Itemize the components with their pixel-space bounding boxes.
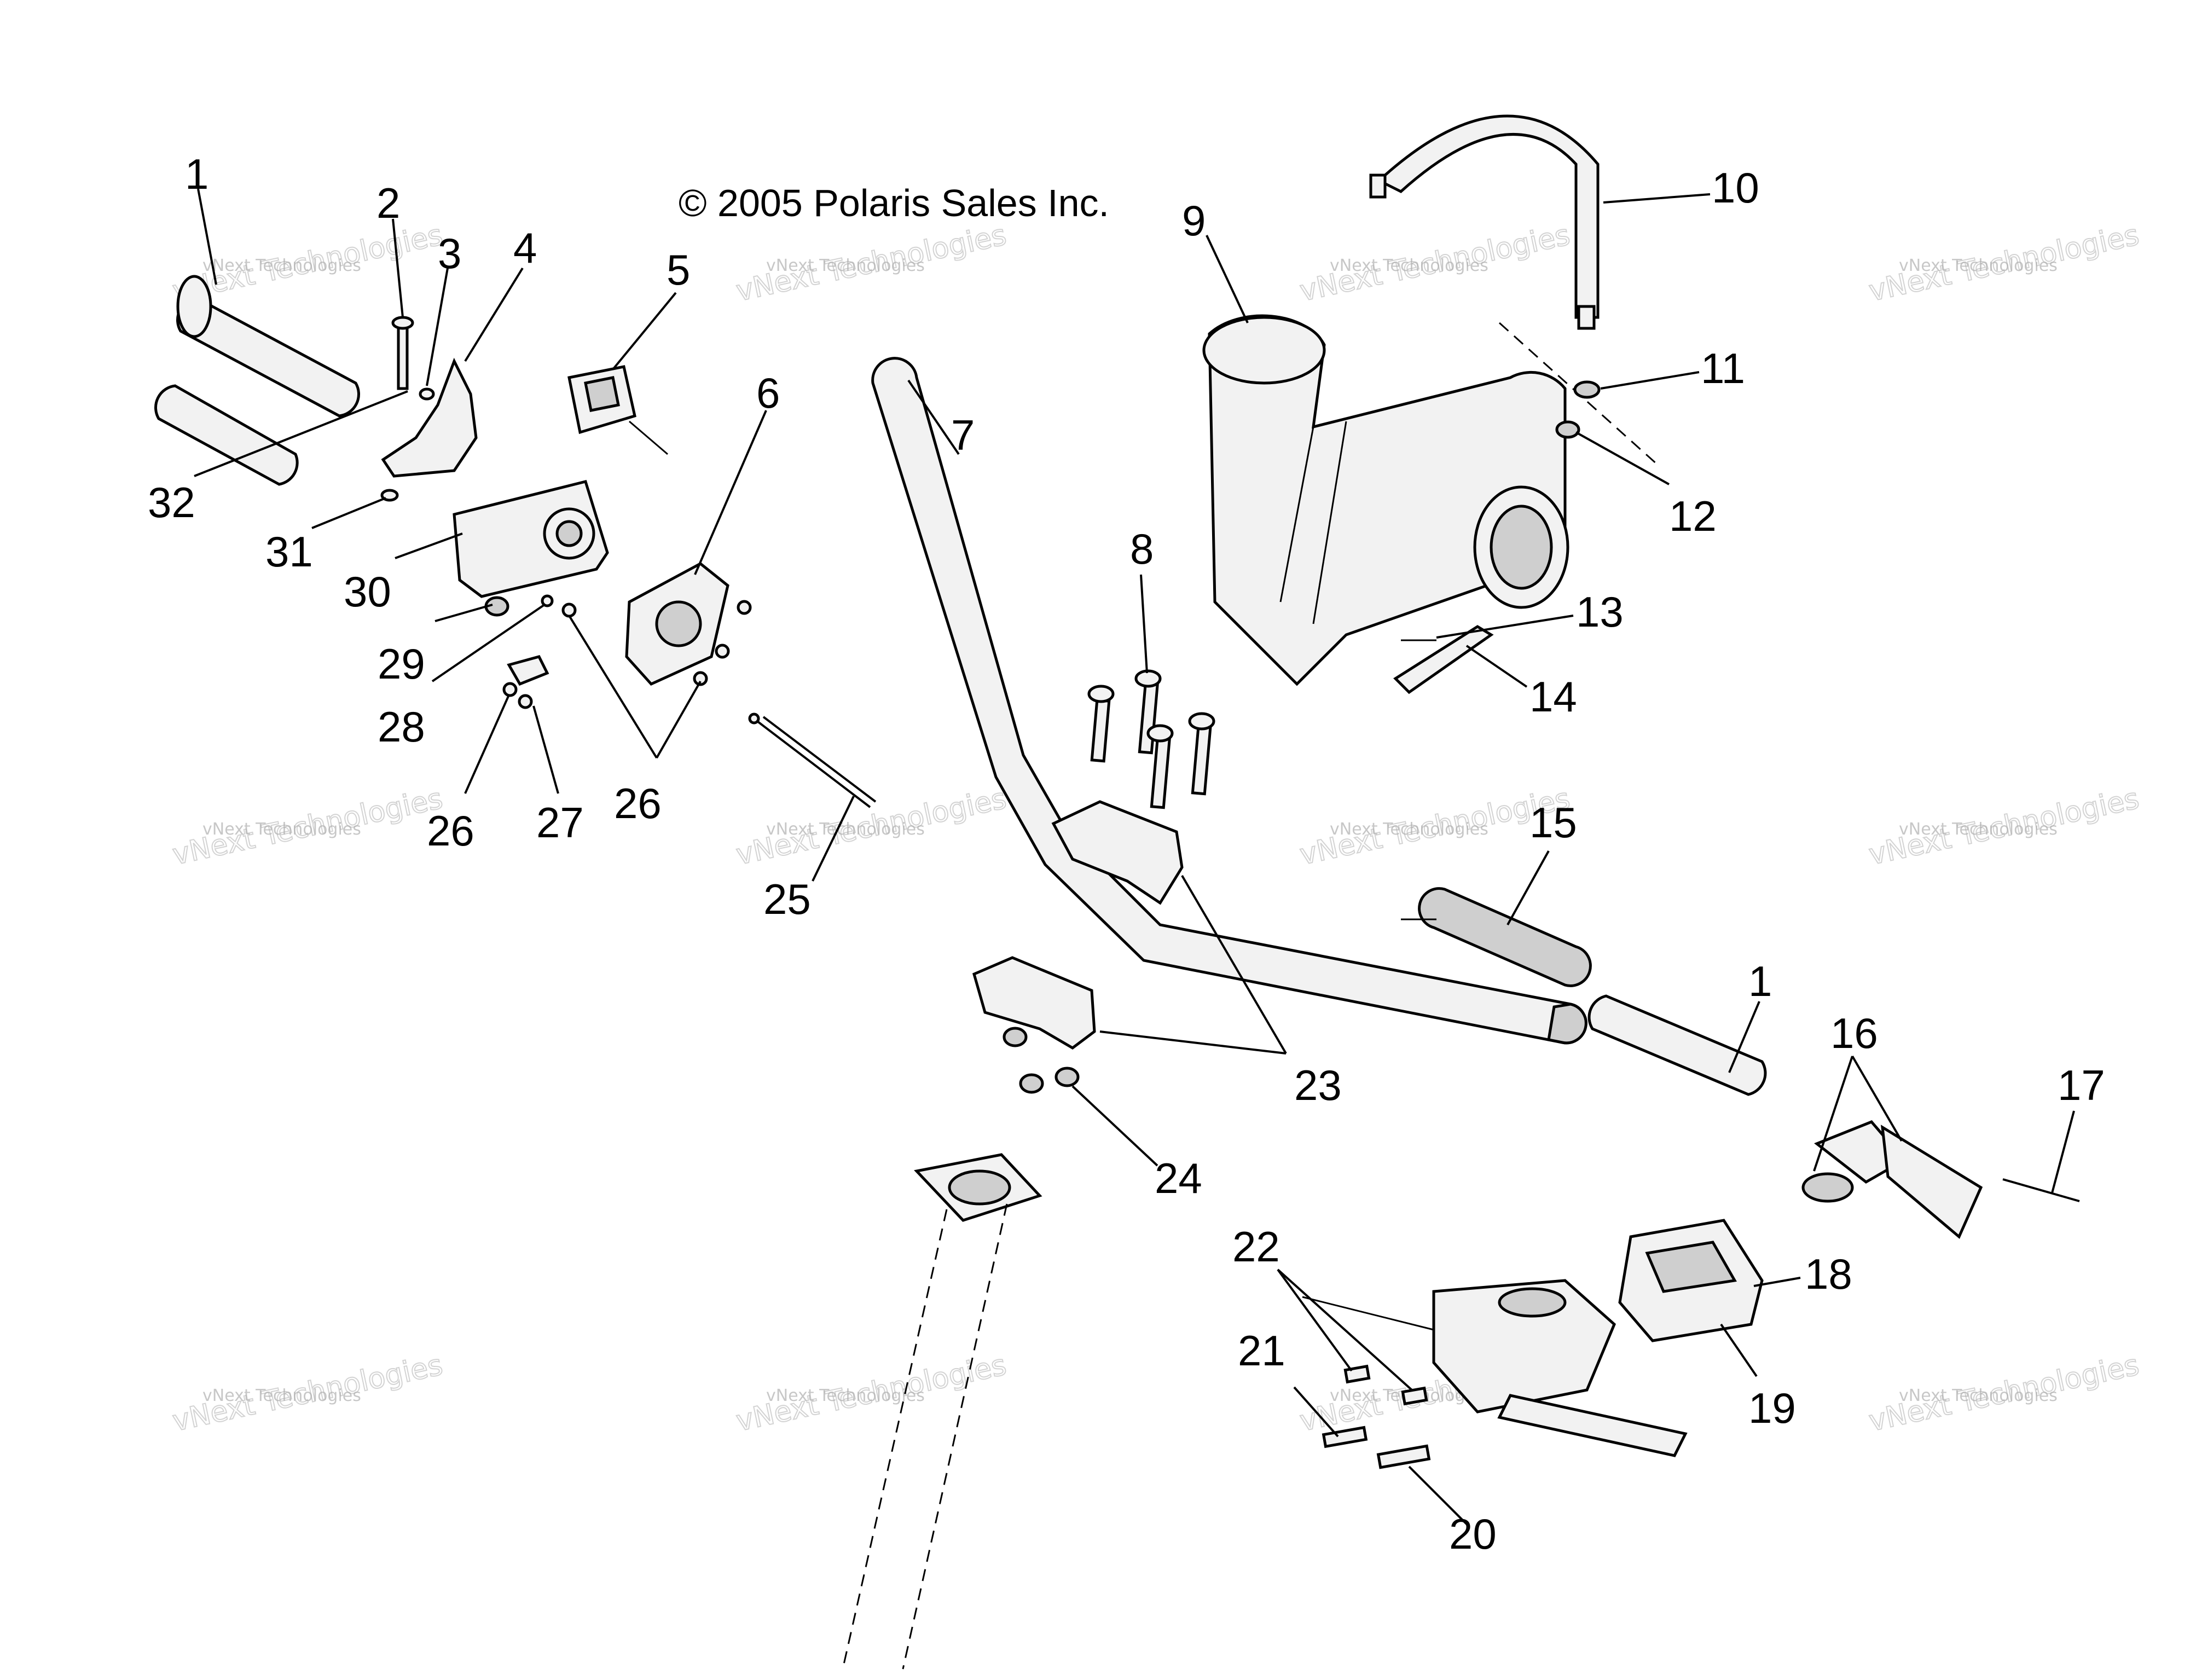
- brake-master-cylinder-icon: [1302, 1279, 1688, 1457]
- callout-18: 18: [1805, 1250, 1852, 1298]
- callout-5: 5: [667, 246, 690, 294]
- headlight-pod-icon: [1202, 314, 1569, 686]
- nut-icon: [1003, 1027, 1080, 1094]
- callout-10: 10: [1712, 164, 1759, 212]
- copyright-text: © 2005 Polaris Sales Inc.: [679, 182, 1109, 224]
- screw-icon: [1322, 1426, 1368, 1449]
- callout-27: 27: [536, 798, 584, 847]
- bolt-icon: [1087, 669, 1215, 809]
- callout-2: 2: [376, 179, 400, 227]
- callout-6: 6: [756, 369, 780, 417]
- watermark-text: vNext Technologies: [1899, 1386, 2058, 1405]
- callout-23: 23: [1294, 1061, 1342, 1109]
- callout-15: 15: [1529, 798, 1577, 847]
- callout-8: 8: [1130, 525, 1154, 573]
- callout-22: 22: [1232, 1223, 1280, 1271]
- callout-29: 29: [378, 640, 425, 688]
- callout-11: 11: [1701, 344, 1745, 392]
- grip-left-icon: [154, 275, 360, 486]
- watermark-text: vNext Technologies: [766, 256, 925, 275]
- callout-3: 3: [438, 229, 461, 277]
- callout-24: 24: [1155, 1154, 1202, 1202]
- callout-28: 28: [378, 703, 425, 751]
- nut-icon: [1573, 380, 1601, 399]
- callout-30: 30: [344, 567, 391, 616]
- callout-17: 17: [2058, 1061, 2105, 1109]
- nut-icon: [1555, 420, 1580, 439]
- callout-1: 1: [185, 150, 208, 198]
- callout-14: 14: [1529, 673, 1577, 721]
- screw-icon: [1401, 1386, 1428, 1406]
- callout-labels: 1 2 3 4 5 6 7 8 9 10 11 12 13 14 15 1 16…: [148, 150, 2105, 1558]
- leader-lines: [194, 188, 2075, 1528]
- watermark-text: vNext Technologies: [766, 1386, 925, 1405]
- retainer-strip-icon: [1393, 625, 1494, 694]
- brake-switch-housing-icon: [1618, 1219, 1764, 1342]
- callout-31: 31: [265, 528, 313, 576]
- watermark-text: vNext Technologies: [202, 1386, 361, 1405]
- handlebar-clamp-icon: [972, 800, 1184, 1050]
- callout-21: 21: [1238, 1326, 1285, 1375]
- steering-post-icon: [842, 1153, 1042, 1670]
- switch-housing-icon: [625, 562, 752, 686]
- callout-7: 7: [951, 411, 975, 459]
- cover-plate-icon: [507, 655, 549, 686]
- callout-9: 9: [1182, 196, 1206, 245]
- bolt-icon: [2002, 1178, 2080, 1202]
- washer-icon: [419, 387, 435, 401]
- callout-13: 13: [1576, 588, 1624, 636]
- grip-right-icon: [1587, 994, 1767, 1096]
- screw-icon: [502, 682, 518, 697]
- pin-icon: [391, 316, 414, 390]
- callout-19: 19: [1748, 1384, 1796, 1432]
- part-drawings: [154, 114, 2080, 1670]
- callout-25: 25: [763, 875, 811, 923]
- watermark-text: vNext Technologies: [1330, 820, 1488, 839]
- watermark-text: vNext Technologies: [1899, 256, 2058, 275]
- clip-icon: [380, 489, 399, 502]
- bar-end-icon: [1801, 1120, 1983, 1239]
- callout-12: 12: [1669, 492, 1717, 540]
- screw-icon: [561, 603, 577, 618]
- throttle-housing-icon: [453, 479, 609, 598]
- throttle-lever-icon: [381, 357, 478, 478]
- screw-icon: [1376, 1444, 1431, 1469]
- callout-16: 16: [1830, 1009, 1878, 1057]
- callout-20: 20: [1449, 1510, 1497, 1558]
- callout-1-right: 1: [1748, 957, 1772, 1005]
- watermark-text: vNext Technologies: [766, 820, 925, 839]
- watermark-text: vNext Technologies: [202, 820, 361, 839]
- screw-icon: [541, 594, 554, 607]
- callout-32: 32: [148, 478, 195, 526]
- mirror-bracket-icon: [1369, 114, 1600, 330]
- callout-4: 4: [513, 224, 537, 272]
- callout-26-left: 26: [427, 807, 474, 855]
- watermark-text: vNext Technologies: [1330, 256, 1488, 275]
- switch-icon: [567, 365, 668, 455]
- watermark-text: vNext Technologies: [202, 256, 361, 275]
- screw-icon: [518, 694, 533, 709]
- watermark-text: vNext Technologies: [1899, 820, 2058, 839]
- cable-icon: [748, 712, 877, 808]
- callout-26-right: 26: [614, 779, 662, 827]
- heater-grip-icon: [1401, 887, 1592, 987]
